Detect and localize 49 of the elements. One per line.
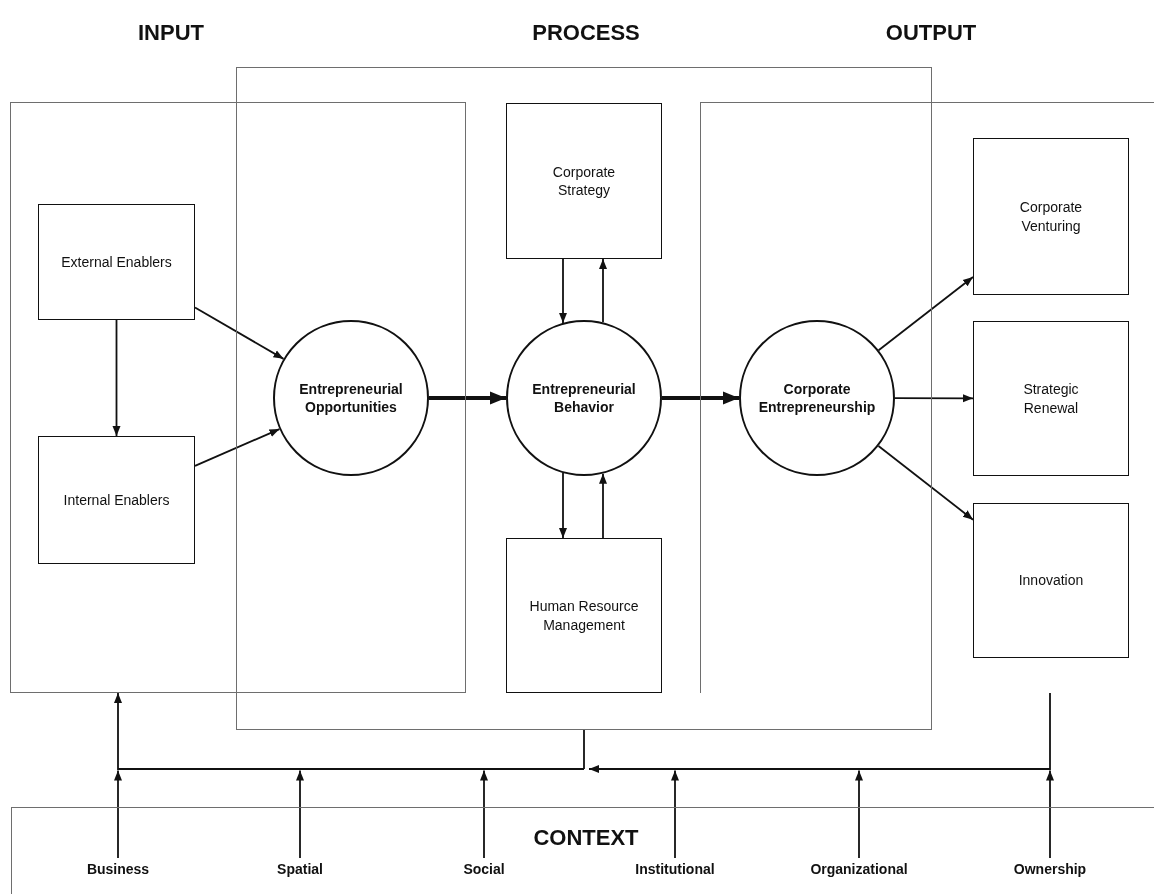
arrow (296, 769, 304, 859)
context-factor: Spatial (277, 859, 323, 879)
box-label: Corporate Venturing (1018, 198, 1084, 235)
box-label: External Enablers (61, 252, 172, 272)
concept-box (506, 538, 662, 693)
concept-box (506, 103, 662, 259)
arrow (599, 472, 607, 539)
box-label: Strategic Renewal (1022, 380, 1080, 417)
context-factor: Organizational (810, 859, 908, 879)
arrow (114, 769, 122, 859)
concept-box (973, 503, 1129, 658)
arrow (194, 428, 281, 467)
concept-box (38, 204, 195, 320)
arrow (194, 306, 285, 360)
arrow (429, 391, 506, 405)
circle-label: Entrepreneurial Opportunities (298, 379, 404, 417)
connector-line (583, 729, 585, 770)
section-heading: INPUT (138, 20, 204, 46)
arrow (894, 394, 974, 403)
circle-label: Entrepreneurial Behavior (531, 379, 637, 417)
arrow (588, 692, 1051, 773)
arrow (599, 258, 607, 324)
arrow (112, 319, 121, 437)
concept-box (973, 321, 1129, 476)
context-factor: Social (463, 859, 505, 879)
section-heading: CONTEXT (533, 825, 639, 851)
arrow (559, 258, 567, 324)
arrow (480, 769, 488, 859)
section-heading: OUTPUT (885, 20, 977, 46)
arrow (877, 276, 974, 352)
arrow (559, 472, 567, 539)
arrow (1046, 769, 1054, 859)
concept-box (973, 138, 1129, 295)
box-label: Corporate Strategy (551, 162, 617, 200)
section-heading: PROCESS (532, 20, 640, 46)
context-factor: Business (86, 859, 150, 879)
box-label: Innovation (1018, 571, 1084, 590)
arrow (662, 391, 739, 405)
arrow (114, 692, 585, 770)
context-factor: Institutional (635, 859, 715, 879)
concept-box (38, 436, 195, 564)
box-label: Human Resource Management (529, 597, 639, 634)
circle-label: Corporate Entrepreneurship (757, 379, 877, 417)
arrow (671, 769, 679, 859)
section-frame (11, 807, 1154, 894)
context-factor: Ownership (1013, 859, 1087, 879)
arrow (855, 769, 863, 859)
arrow (877, 445, 974, 521)
box-label: Internal Enablers (63, 490, 170, 510)
